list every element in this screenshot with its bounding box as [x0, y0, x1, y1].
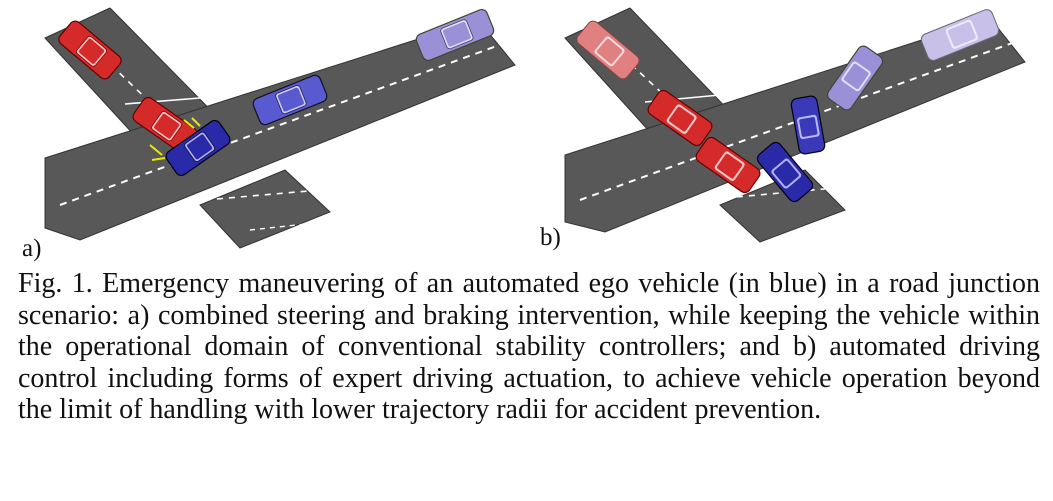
- junction-illustration-a: [44, 7, 516, 249]
- lane-marking-lower: [249, 221, 326, 231]
- ego-vehicle-rotating: [790, 95, 826, 155]
- main-road: [44, 19, 516, 241]
- blue-vehicle-middle: [252, 74, 328, 126]
- junction-illustration-b: [564, 7, 1026, 243]
- panel-label-a: a): [22, 235, 42, 262]
- figure-panel-b: [530, 0, 1053, 262]
- lilac-vehicle: [826, 45, 884, 111]
- ego-vehicle: [165, 119, 231, 177]
- figure-caption: Fig. 1. Emergency maneuvering of an auto…: [18, 268, 1040, 425]
- side-road-lower: [199, 169, 331, 249]
- red-vehicle: [647, 89, 713, 147]
- lane-marking: [59, 42, 506, 206]
- red-vehicle-ghost: [576, 20, 640, 80]
- red-vehicle-parked: [58, 20, 122, 80]
- panel-label-b: b): [540, 224, 561, 251]
- stop-line: [124, 97, 201, 105]
- red-vehicle-lower: [695, 136, 761, 194]
- lilac-vehicle-ghost: [920, 9, 1000, 61]
- impact-spark-icon: [149, 117, 201, 161]
- stop-line-lower: [204, 189, 321, 201]
- red-vehicle-collision: [132, 96, 198, 154]
- figure-panel-a: a): [0, 0, 530, 262]
- ego-vehicle: [756, 141, 814, 203]
- lilac-vehicle: [415, 8, 495, 62]
